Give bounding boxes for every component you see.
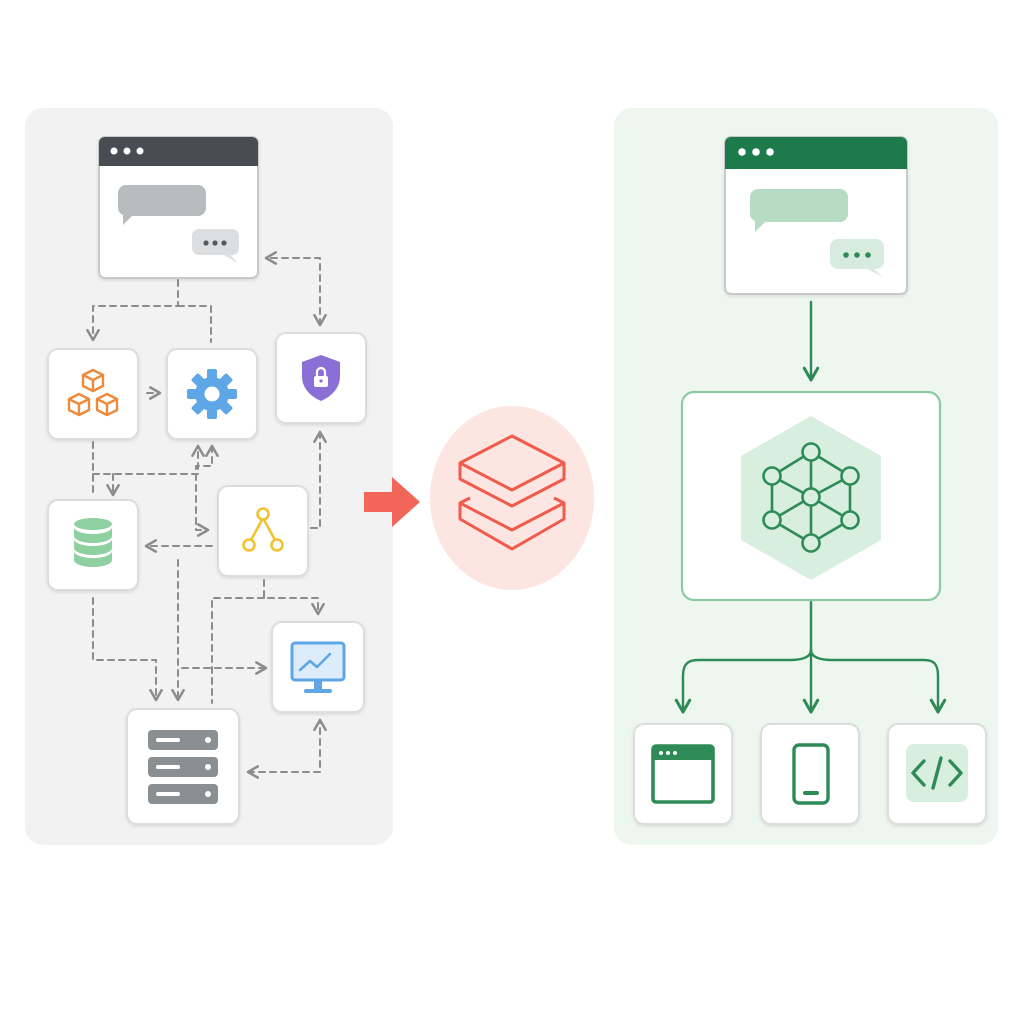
layers-stack-icon bbox=[458, 434, 566, 551]
window-title-bar bbox=[725, 137, 907, 169]
window-dot-icon bbox=[136, 147, 144, 155]
typing-dot-icon bbox=[203, 240, 209, 246]
window-dot-icon bbox=[766, 148, 774, 156]
transform-arrow-icon bbox=[364, 477, 420, 527]
typing-dot-icon bbox=[843, 252, 849, 258]
server-card bbox=[126, 708, 240, 825]
graph-nodes-card bbox=[217, 485, 309, 577]
cubes-card bbox=[47, 348, 139, 440]
connector-window-to-cubes bbox=[86, 279, 179, 342]
chat-bubble-large bbox=[118, 185, 206, 225]
connector-database-to-server bbox=[92, 597, 163, 702]
connector-graph-to-server bbox=[211, 597, 265, 704]
monitor-card bbox=[271, 621, 365, 713]
code-brackets-icon bbox=[911, 756, 963, 790]
neural-network-hex-icon bbox=[762, 442, 860, 553]
window-dot-icon bbox=[110, 147, 118, 155]
neural-hub-card bbox=[680, 390, 942, 602]
connector-graph-to-monitor bbox=[263, 579, 325, 616]
connector-server-monitor-loop bbox=[246, 718, 327, 779]
left-dashed-connectors bbox=[86, 251, 327, 779]
window-title-bar bbox=[99, 137, 258, 166]
browser-window-icon bbox=[651, 744, 715, 804]
connector-hub-to-code bbox=[809, 648, 947, 714]
right-chat-window bbox=[724, 136, 908, 295]
transform-hub bbox=[430, 406, 594, 590]
connector-window-to-gear bbox=[177, 305, 212, 343]
typing-dot-icon bbox=[221, 240, 227, 246]
graph-nodes-icon bbox=[242, 507, 284, 552]
mobile-output-card bbox=[760, 723, 860, 825]
monitor-chart-icon bbox=[290, 641, 346, 693]
connector-gear-to-graph bbox=[195, 444, 219, 537]
gear-card bbox=[166, 348, 258, 440]
window-dot-icon bbox=[738, 148, 746, 156]
shield-lock-icon bbox=[302, 355, 340, 401]
window-dot-icon bbox=[123, 147, 131, 155]
server-rack-icon bbox=[148, 730, 218, 804]
cubes-icon bbox=[67, 368, 119, 417]
chat-bubble-typing bbox=[830, 239, 884, 277]
right-connectors bbox=[674, 300, 947, 714]
left-chat-window bbox=[98, 136, 259, 279]
connector-hub-to-web bbox=[674, 648, 813, 714]
web-output-card bbox=[633, 723, 733, 825]
smartphone-icon bbox=[792, 743, 830, 805]
window-dot-icon bbox=[752, 148, 760, 156]
typing-dot-icon bbox=[865, 252, 871, 258]
shield-card bbox=[275, 332, 367, 424]
chat-bubble-typing bbox=[192, 229, 239, 263]
typing-dot-icon bbox=[854, 252, 860, 258]
database-card bbox=[47, 499, 139, 591]
gear-icon bbox=[187, 369, 237, 419]
typing-dot-icon bbox=[212, 240, 218, 246]
connector-shield-to-graph bbox=[309, 430, 327, 529]
chat-bubble-large bbox=[750, 189, 848, 232]
connector-shield-to-window bbox=[264, 251, 327, 327]
code-output-card bbox=[887, 723, 987, 825]
database-icon bbox=[74, 518, 112, 567]
